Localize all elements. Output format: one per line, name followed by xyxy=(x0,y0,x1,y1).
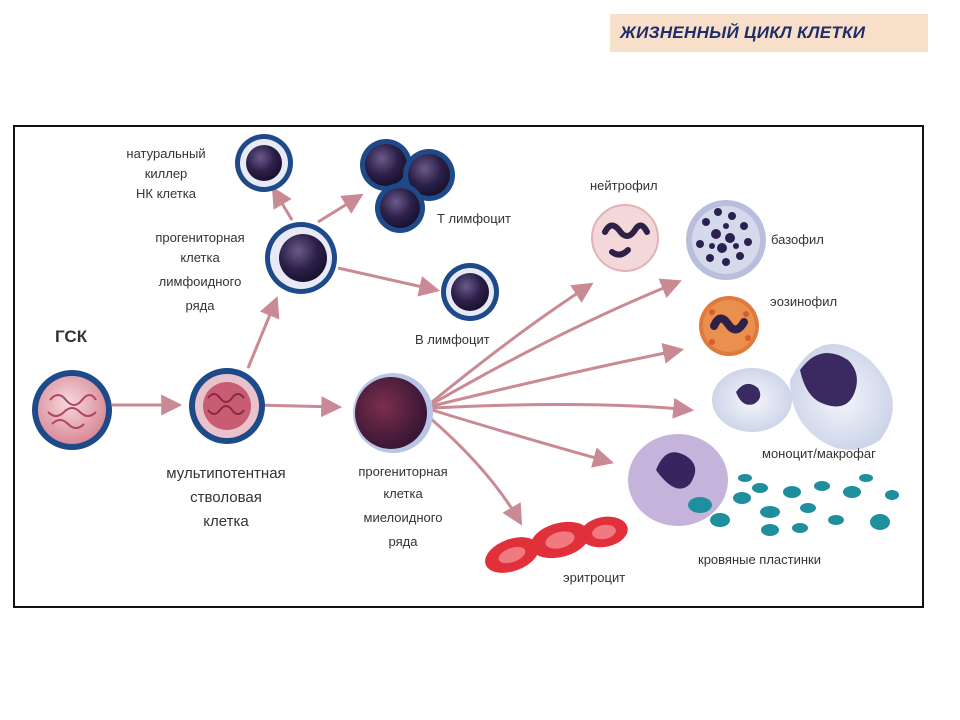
label-nk-1: натуральный xyxy=(126,146,205,161)
diagram-labels: ГСК мультипотентная стволовая клетка про… xyxy=(55,146,876,585)
label-basophil: базофил xyxy=(771,232,824,247)
label-platelets: кровяные пластинки xyxy=(698,552,821,567)
b-lymphocyte-cell xyxy=(441,263,499,321)
t-lymphocyte-cells xyxy=(360,139,455,233)
label-nk-2: киллер xyxy=(145,166,188,181)
label-myeloid-2: клетка xyxy=(383,486,423,501)
label-erythrocyte: эритроцит xyxy=(563,570,625,585)
label-multipotent-3: клетка xyxy=(203,513,249,530)
label-lymphoid-2: клетка xyxy=(180,250,220,265)
monocyte-macrophage-cells xyxy=(712,344,893,450)
label-nk-3: НК клетка xyxy=(136,186,197,201)
slide-title: ЖИЗНЕННЫЙ ЦИКЛ КЛЕТКИ xyxy=(620,23,866,42)
multipotent-stem-cell xyxy=(189,368,265,444)
label-lymphoid-4: ряда xyxy=(186,298,216,313)
label-t-lymphocyte: Т лимфоцит xyxy=(437,211,511,226)
label-gsk: ГСК xyxy=(55,327,88,346)
label-myeloid-3: миелоидного xyxy=(364,510,443,525)
label-eosinophil: эозинофил xyxy=(770,294,837,309)
label-multipotent-2: стволовая xyxy=(190,489,262,506)
label-myeloid-4: ряда xyxy=(389,534,419,549)
eosinophil-cell xyxy=(699,296,759,356)
label-lymphoid-3: лимфоидного xyxy=(159,274,242,289)
label-myeloid-1: прогениторная xyxy=(358,464,447,479)
label-monocyte: моноцит/макрофаг xyxy=(762,446,876,461)
label-multipotent-1: мультипотентная xyxy=(166,465,285,482)
erythrocyte-cells xyxy=(485,516,628,573)
label-neutrophil: нейтрофил xyxy=(590,178,658,193)
slide-title-box: ЖИЗНЕННЫЙ ЦИКЛ КЛЕТКИ xyxy=(610,14,928,52)
nk-cell xyxy=(235,134,293,192)
myeloid-progenitor-cell xyxy=(353,373,433,453)
macrophage-cell xyxy=(628,434,728,526)
label-lymphoid-1: прогениторная xyxy=(155,230,244,245)
platelets xyxy=(688,474,899,536)
basophil-cell xyxy=(686,200,766,280)
diagram-frame xyxy=(13,125,924,608)
lymphoid-progenitor-cell xyxy=(265,222,337,294)
gsk-cell xyxy=(32,370,112,450)
label-b-lymphocyte: В лимфоцит xyxy=(415,332,490,347)
arrows xyxy=(112,186,695,526)
neutrophil-cell xyxy=(591,204,659,272)
